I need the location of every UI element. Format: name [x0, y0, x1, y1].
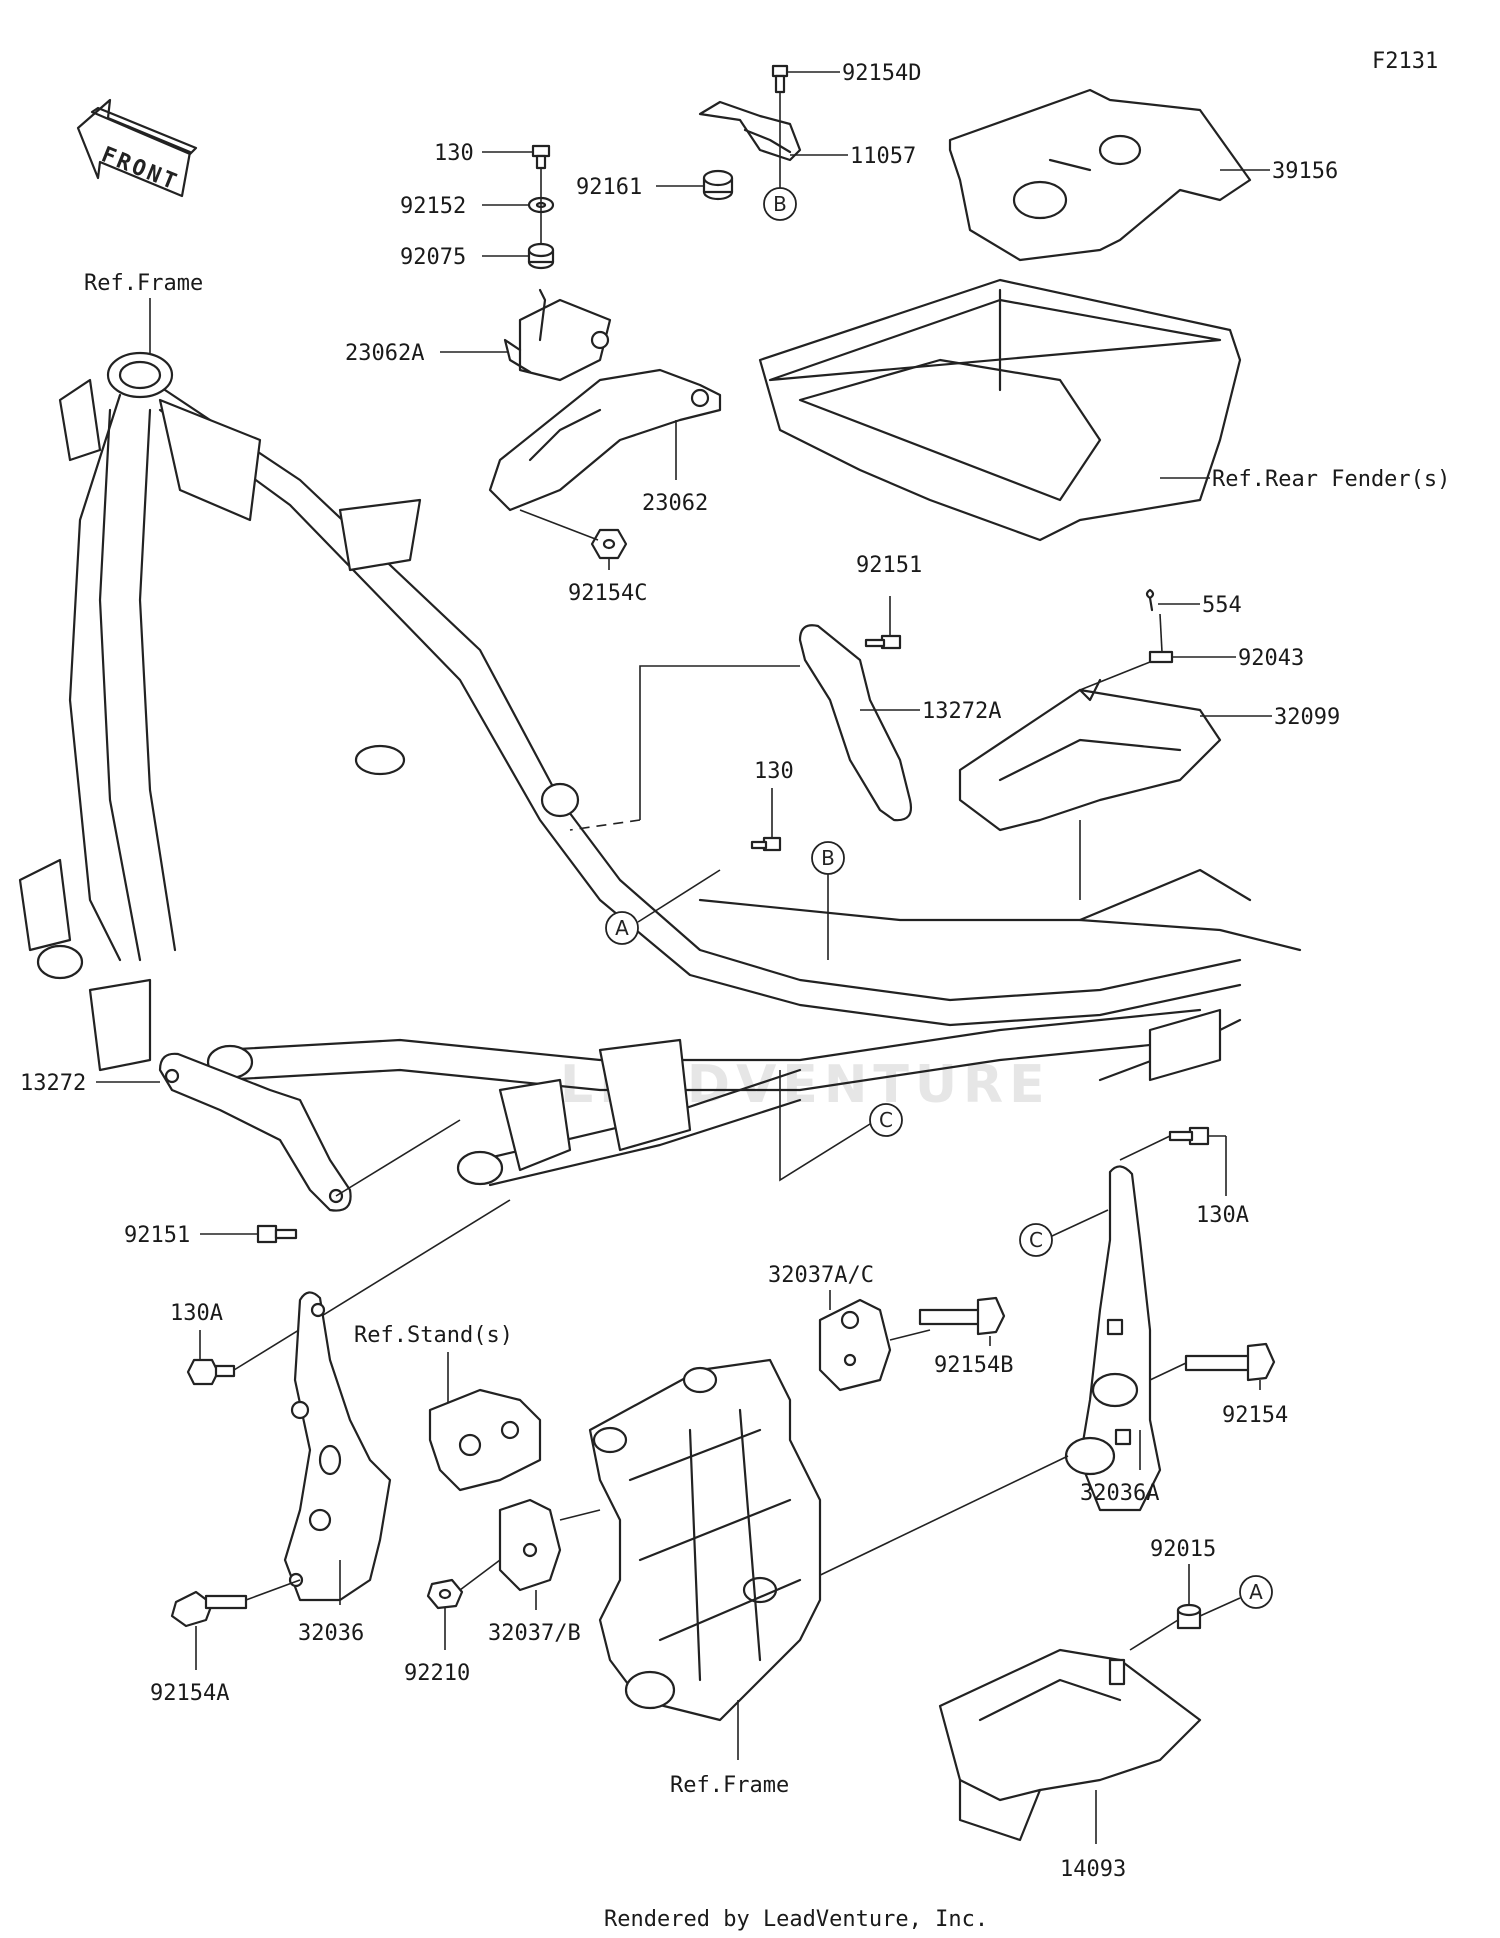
nut-92154c [590, 528, 628, 560]
label-39156: 39156 [1272, 159, 1338, 184]
label-13272a: 13272A [922, 699, 1001, 724]
rear-fender [758, 278, 1242, 542]
label-ref-frame-bottom: Ref.Frame [670, 1773, 789, 1798]
pin-92043 [1148, 650, 1174, 664]
label-130a-right: 130A [1196, 1203, 1249, 1228]
callout-c-mid-text: C [879, 1108, 893, 1132]
label-13272: 13272 [20, 1071, 86, 1096]
main-frame [18, 351, 1302, 1187]
label-ref-rear-fender: Ref.Rear Fender(s) [1212, 467, 1450, 492]
callout-b-top-text: B [773, 192, 787, 216]
bolt-92154b [918, 1296, 1006, 1336]
collar-92015 [1176, 1603, 1202, 1630]
label-92043: 92043 [1238, 646, 1304, 671]
bolt-130-mid [750, 836, 782, 852]
label-92154: 92154 [1222, 1403, 1288, 1428]
label-32037ac: 32037A/C [768, 1263, 874, 1288]
plate-32036 [283, 1291, 392, 1602]
collar-92075 [527, 242, 555, 270]
bolt-92154 [1184, 1342, 1276, 1382]
bolt-92154a [170, 1590, 248, 1628]
label-92152: 92152 [400, 194, 466, 219]
mat-39156 [948, 88, 1252, 262]
label-554: 554 [1202, 593, 1242, 618]
label-92210: 92210 [404, 1661, 470, 1686]
label-92015: 92015 [1150, 1537, 1216, 1562]
label-ref-frame-top: Ref.Frame [84, 271, 203, 296]
bracket-23062 [488, 368, 722, 512]
bolt-130-top [531, 144, 551, 170]
bracket-32036a [1064, 1165, 1162, 1512]
bracket-11057 [698, 100, 802, 162]
stand-bracket [428, 1388, 542, 1492]
bracket-13272 [158, 1052, 352, 1212]
label-32099: 32099 [1274, 705, 1340, 730]
label-92075: 92075 [400, 245, 466, 270]
label-92161: 92161 [576, 175, 642, 200]
footer-credit: Rendered by LeadVenture, Inc. [604, 1907, 988, 1932]
lower-frame [588, 1358, 822, 1722]
callout-a-mid [605, 911, 639, 945]
bracket-23062a [503, 288, 612, 382]
label-32037b: 32037/B [488, 1621, 581, 1646]
label-130-mid: 130 [754, 759, 794, 784]
label-92154c: 92154C [568, 581, 647, 606]
bracket-32099 [958, 678, 1222, 832]
label-11057: 11057 [850, 144, 916, 169]
nut-92210 [426, 1578, 464, 1610]
callout-c-mid [869, 1103, 903, 1137]
label-32036: 32036 [298, 1621, 364, 1646]
figure-code: F2131 [1372, 49, 1438, 74]
callout-b-mid-text: B [821, 846, 835, 870]
bolt-130a-left [186, 1358, 236, 1386]
label-92154d: 92154D [842, 61, 921, 86]
callout-c-right-text: C [1029, 1228, 1043, 1252]
callout-a-bottom-text: A [1249, 1580, 1263, 1604]
bracket-32037b [498, 1498, 562, 1592]
front-arrow-icon: FRONT [76, 98, 198, 198]
label-ref-stand: Ref.Stand(s) [354, 1323, 513, 1348]
callout-a-bottom [1239, 1575, 1273, 1609]
label-92151-top: 92151 [856, 553, 922, 578]
label-130a-left: 130A [170, 1301, 223, 1326]
label-92154a: 92154A [150, 1681, 229, 1706]
bracket-32037ac [818, 1298, 892, 1392]
bolt-92154d [771, 64, 789, 94]
callout-a-mid-text: A [615, 916, 629, 940]
label-92151-bottom: 92151 [124, 1223, 190, 1248]
bracket-13272a [798, 624, 912, 822]
bolt-92151-top [864, 634, 902, 650]
cover-14093 [938, 1648, 1202, 1842]
bolt-130a-right [1168, 1126, 1210, 1146]
label-23062: 23062 [642, 491, 708, 516]
grommet-92161 [702, 169, 734, 201]
pin-554 [1145, 588, 1155, 612]
bolt-92151-bottom [256, 1224, 298, 1244]
label-92154b: 92154B [934, 1353, 1013, 1378]
callout-b-top [763, 187, 797, 221]
label-14093: 14093 [1060, 1857, 1126, 1882]
label-130-top: 130 [434, 141, 474, 166]
label-23062a: 23062A [345, 341, 424, 366]
label-32036a: 32036A [1080, 1481, 1159, 1506]
callout-c-right [1019, 1223, 1053, 1257]
